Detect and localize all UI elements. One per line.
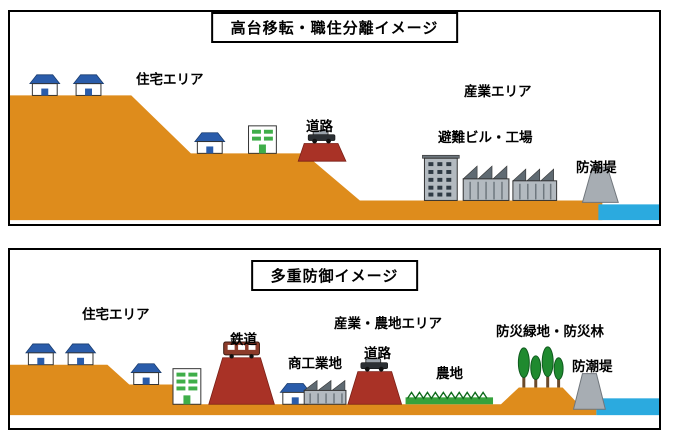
water-icon [598, 204, 659, 221]
seawall-icon [572, 373, 606, 410]
relocation-separation-panel: 高台移転・職住分離イメージ 住宅エリア 道路 産業エリア 避難ビル・工場 防潮堤 [8, 10, 661, 226]
label-green-belt-forest: 防災緑地・防災林 [496, 324, 604, 339]
relocation-scene [10, 12, 659, 224]
bottom-panel-title: 多重防御イメージ [270, 268, 399, 285]
house-icon [25, 343, 57, 366]
factory-icon [303, 379, 347, 405]
road-embankment-icon [347, 371, 403, 405]
public-building-icon [172, 368, 202, 405]
top-panel-title: 高台移転・職住分離イメージ [230, 20, 439, 37]
bottom-panel-title-box: 多重防御イメージ [250, 260, 419, 291]
label-commercial-industrial-land: 商工業地 [288, 356, 342, 371]
farmland-icon [405, 391, 494, 405]
house-icon [65, 343, 96, 366]
label-road-top: 道路 [306, 119, 333, 134]
public-building-icon [248, 125, 277, 154]
terraced-ground [10, 364, 597, 416]
label-residential-area-top: 住宅エリア [136, 72, 204, 87]
railway-embankment-icon [208, 357, 275, 405]
house-icon [194, 132, 226, 154]
label-road-bottom: 道路 [364, 346, 391, 361]
house-icon [29, 74, 61, 96]
relocation-scene-svg [10, 74, 659, 221]
tree-icon [517, 346, 564, 388]
house-icon [73, 74, 104, 96]
label-evacuation-building-factory: 避難ビル・工場 [438, 130, 533, 145]
multilayer-defense-panel: 多重防御イメージ 住宅エリア 鉄道 産業・農地エリア 商工業地 道路 農地 防災… [8, 248, 661, 430]
top-panel-title-box: 高台移転・職住分離イメージ [210, 12, 459, 43]
water-icon [596, 398, 659, 416]
label-seawall-top: 防潮堤 [576, 160, 617, 175]
seawall-icon [581, 166, 619, 203]
label-farmland: 農地 [436, 366, 463, 381]
label-residential-area-bottom: 住宅エリア [82, 307, 150, 322]
road-embankment-icon [297, 143, 347, 162]
factory-icon [512, 168, 558, 201]
multilayer-scene [10, 250, 659, 428]
label-railway: 鉄道 [230, 332, 257, 347]
train-icon [223, 341, 260, 359]
label-industrial-area: 産業エリア [464, 84, 532, 99]
label-seawall-bottom: 防潮堤 [572, 359, 613, 374]
multilayer-scene-svg [10, 341, 659, 416]
evacuation-building-icon [422, 154, 460, 201]
label-industry-agri-area: 産業・農地エリア [334, 316, 442, 331]
factory-icon [462, 165, 510, 201]
house-icon [130, 363, 162, 385]
